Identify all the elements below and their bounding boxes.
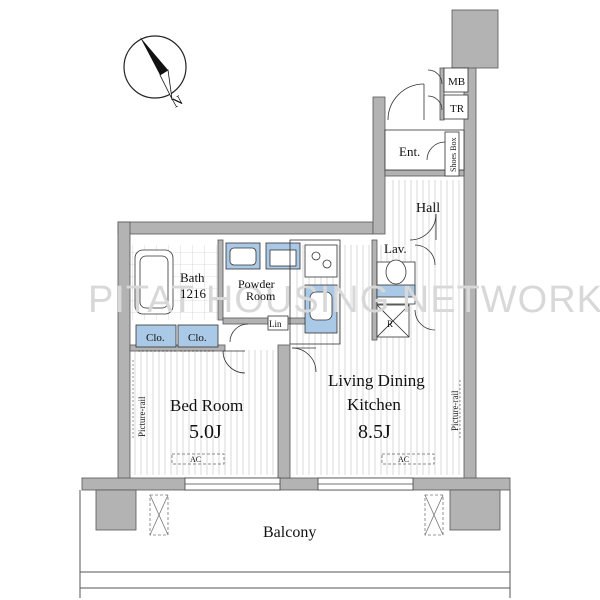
label-powder-line2: Room: [246, 289, 276, 303]
label-ac-bedroom: AC: [190, 455, 201, 464]
closets: [135, 324, 219, 352]
picture-rails: [132, 360, 461, 440]
label-tr: TR: [450, 103, 465, 115]
kitchen-fixtures: [289, 239, 341, 345]
label-linen: Lin: [269, 319, 282, 329]
label-bedroom-size: 5.0J: [189, 421, 222, 443]
label-closet-left: Clo.: [146, 332, 165, 344]
shoes-box: [444, 131, 460, 177]
label-shoes-box: Shoes Box: [449, 138, 458, 172]
label-mb: MB: [448, 76, 465, 88]
compass: N: [123, 35, 187, 111]
label-powder-line1: Powder: [238, 277, 275, 291]
label-ldk-line2: Kitchen: [347, 395, 401, 414]
label-closet-right: Clo.: [188, 332, 207, 344]
label-ldk-size: 8.5J: [358, 421, 391, 443]
label-ac-ldk: AC: [398, 455, 409, 464]
label-ldk-line1: Living Dining: [328, 371, 425, 390]
interior-doors: [222, 213, 437, 374]
powder-fixtures: [225, 242, 301, 343]
balcony-railing: [79, 490, 511, 598]
label-refrigerator: R: [387, 319, 393, 329]
label-entrance: Ent.: [399, 144, 420, 159]
windows: [184, 477, 414, 491]
ac-units: [171, 453, 435, 465]
bath-fixtures: [134, 249, 174, 315]
label-picture-rail-left: Picture-rail: [137, 396, 147, 437]
label-bedroom-name: Bed Room: [170, 396, 243, 415]
label-lav: Lav.: [384, 241, 407, 256]
balcony-panels: [149, 494, 444, 536]
label-balcony: Balcony: [263, 524, 316, 541]
label-bath-line2: 1216: [180, 286, 207, 301]
lav-fixtures: [376, 244, 436, 338]
compass-north-label: N: [170, 93, 186, 111]
label-hall: Hall: [416, 201, 440, 216]
label-bath-line1: Bath: [180, 270, 205, 285]
label-picture-rail-right: Picture-rail: [450, 390, 460, 431]
watermark: PITAT HOUSING NETWORK: [88, 279, 600, 321]
